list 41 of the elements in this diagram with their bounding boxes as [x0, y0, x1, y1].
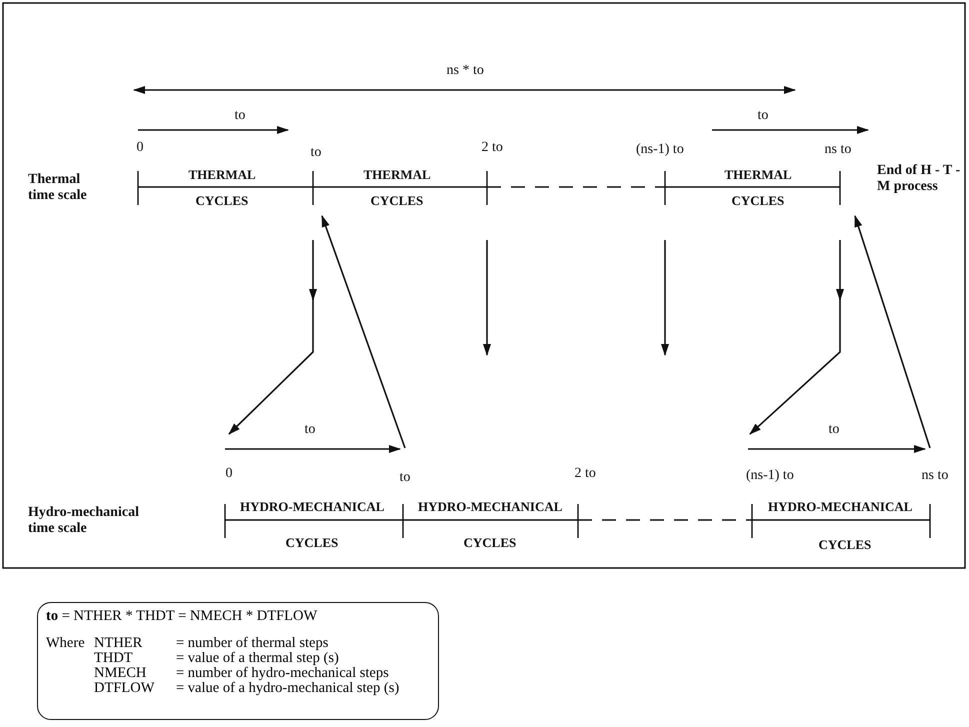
tick-label: 0 — [226, 466, 232, 482]
tick-label: to — [310, 145, 322, 161]
variable-name: NMECH — [94, 666, 146, 681]
scale-title: Thermal time scale — [28, 172, 88, 204]
variable-name: DTFLOW — [94, 681, 154, 696]
segment-label: THERMAL — [188, 167, 256, 183]
tick-label: (ns-1) to — [636, 142, 684, 158]
segment-label: THERMAL — [364, 167, 431, 183]
end-note: End of H - T - M process — [877, 163, 962, 195]
definition-text: = value of a hydro-mechanical step (s) — [176, 681, 400, 696]
tick-label: to — [400, 470, 410, 486]
segment-label: CYCLES — [464, 535, 516, 551]
tick-label: (ns-1) to — [746, 468, 794, 484]
tick-label: 2 to — [482, 140, 503, 156]
segment-label: CYCLES — [370, 193, 424, 209]
definition-text: = value of a thermal step (s) — [176, 651, 339, 666]
tick-label: 0 — [136, 140, 144, 156]
segment-label: CYCLES — [286, 535, 338, 551]
span-label: to — [828, 422, 840, 438]
segment-label: HYDRO-MECHANICAL — [418, 499, 562, 515]
span-label: ns * to — [446, 63, 484, 79]
segment-label: HYDRO-MECHANICAL — [768, 499, 912, 515]
span-label: to — [758, 108, 768, 124]
note-text: Where — [46, 636, 85, 651]
segment-label: CYCLES — [196, 193, 248, 209]
tick-label: ns to — [824, 142, 852, 158]
definition-text: = number of hydro-mechanical steps — [176, 666, 389, 681]
tick-label: 2 to — [574, 466, 596, 482]
span-label: to — [234, 108, 246, 124]
definition-text: = number of thermal steps — [176, 636, 328, 651]
segment-label: CYCLES — [732, 193, 784, 209]
span-label: to — [304, 422, 316, 438]
segment-label: HYDRO-MECHANICAL — [240, 499, 384, 515]
segment-label: THERMAL — [724, 167, 792, 183]
variable-name: THDT — [94, 651, 133, 666]
formula: to = NTHER * THDT = NMECH * DTFLOW — [46, 609, 318, 624]
variable-name: NTHER — [94, 636, 142, 651]
note-box — [37, 602, 439, 720]
segment-label: CYCLES — [818, 537, 872, 553]
tick-label: ns to — [922, 468, 948, 484]
scale-title: Hydro-mechanical time scale — [28, 505, 140, 537]
